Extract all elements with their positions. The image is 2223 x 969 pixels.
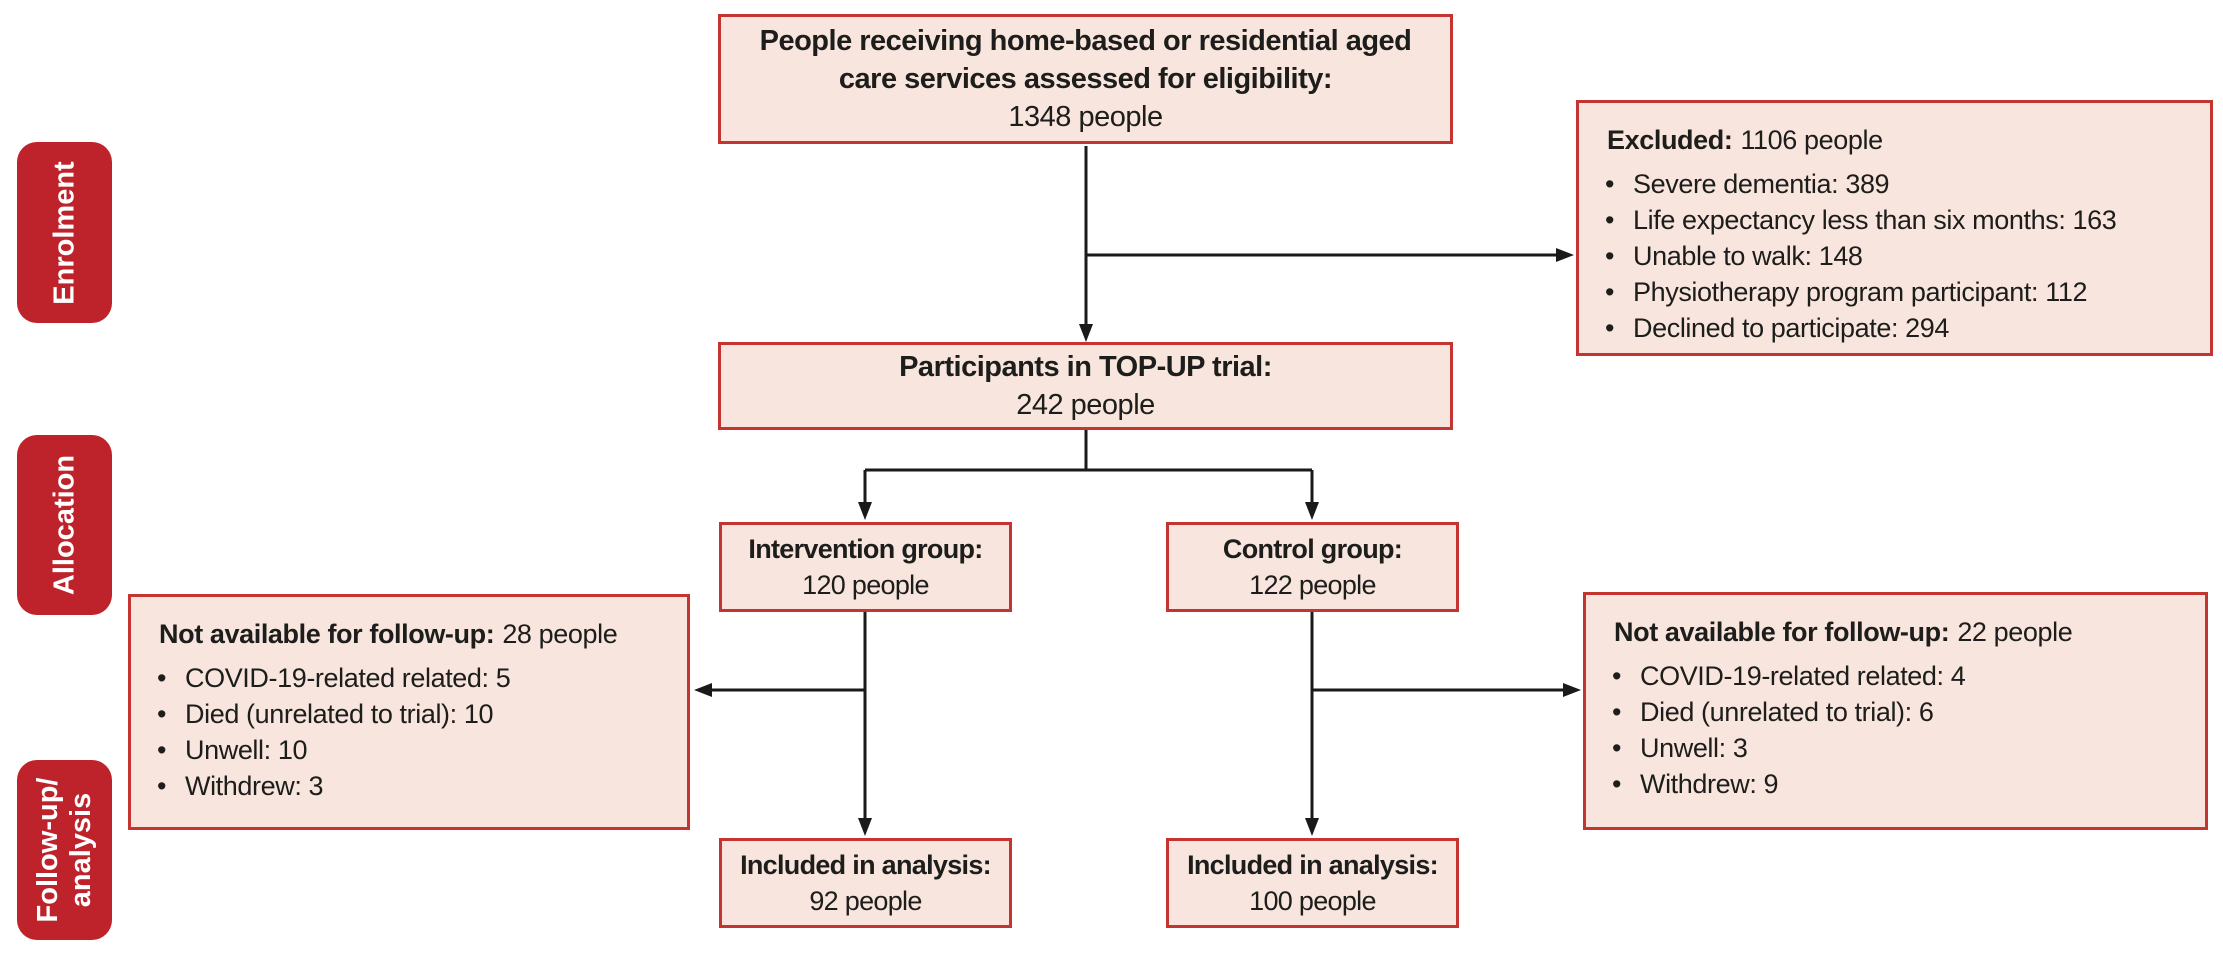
not-available-reason-item: • Withdrew: 9 [1608,766,2191,802]
not-available-left-heading: Not available for follow-up:28 people [159,619,673,650]
excluded-reason-item: • Severe dementia: 389 [1601,166,2196,202]
excluded-reason-item: • Physiotherapy program participant: 112 [1601,274,2196,310]
analysis-left-title: Included in analysis: [740,850,992,880]
not-available-left-box: Not available for follow-up:28 people • … [128,594,690,830]
excluded-reason-text: Unable to walk: 148 [1633,241,1863,271]
excluded-reason-text: Declined to participate: 294 [1633,313,1950,343]
eligibility-count: 1348 people [1008,101,1163,133]
not-available-reason-item: • Unwell: 3 [1608,730,2191,766]
bullet-icon: • [1605,313,1615,343]
not-available-right-box: Not available for follow-up:22 people • … [1583,592,2208,830]
eligibility-box: People receiving home-based or residenti… [718,14,1453,144]
bullet-icon: • [1605,277,1615,307]
bullet-icon: • [1612,661,1622,691]
stage-label-line: Enrolment [48,160,80,305]
stage-label-line: Follow-up/ [31,777,64,923]
stage-label-line: analysis [64,792,97,908]
not-available-reason-text: Died (unrelated to trial): 6 [1640,697,1934,727]
analysis-right-title: Included in analysis: [1187,850,1439,880]
not-available-reason-text: Unwell: 10 [185,735,308,765]
excluded-box: Excluded:1106 people • Severe dementia: … [1576,100,2213,356]
not-available-reason-text: Unwell: 3 [1640,733,1748,763]
excluded-reasons-list: • Severe dementia: 389 • Life expectancy… [1601,166,2196,346]
participants-title: Participants in TOP-UP trial: [899,351,1272,383]
excluded-reason-item: • Declined to participate: 294 [1601,310,2196,346]
not-available-right-label: Not available for follow-up: [1614,617,1950,647]
bullet-icon: • [1612,697,1622,727]
not-available-reason-item: • COVID-19-related related: 5 [153,660,673,696]
bullet-icon: • [1605,205,1615,235]
not-available-reason-text: Withdrew: 3 [185,771,324,801]
excluded-reason-text: Severe dementia: 389 [1633,169,1890,199]
not-available-left-count: 28 people [502,619,618,649]
analysis-right-count: 100 people [1249,886,1376,916]
participants-count: 242 people [1016,389,1155,421]
stage-label-text: Enrolment [48,161,81,304]
stage-label-text: Allocation [48,455,81,595]
bullet-icon: • [1612,733,1622,763]
control-title: Control group: [1222,534,1403,564]
not-available-reason-item: • Died (unrelated to trial): 10 [153,696,673,732]
intervention-group-box: Intervention group: 120 people [719,522,1012,612]
bullet-icon: • [157,699,167,729]
not-available-reason-text: COVID-19-related related: 5 [185,663,511,693]
bullet-icon: • [157,771,167,801]
not-available-reason-text: Died (unrelated to trial): 10 [185,699,494,729]
stage-label-enrolment: Enrolment [17,142,112,323]
bullet-icon: • [1605,241,1615,271]
excluded-reason-text: Physiotherapy program participant: 112 [1633,277,2088,307]
not-available-reason-text: COVID-19-related related: 4 [1640,661,1966,691]
bullet-icon: • [157,735,167,765]
excluded-heading: Excluded:1106 people [1607,125,2196,156]
analysis-right-box: Included in analysis: 100 people [1166,838,1459,928]
bullet-icon: • [1605,169,1615,199]
control-count: 122 people [1249,570,1376,600]
not-available-right-reasons-list: • COVID-19-related related: 4 • Died (un… [1608,658,2191,802]
not-available-reason-item: • Withdrew: 3 [153,768,673,804]
participants-box: Participants in TOP-UP trial: 242 people [718,342,1453,430]
analysis-left-box: Included in analysis: 92 people [719,838,1012,928]
stage-label-allocation: Allocation [17,435,112,615]
control-group-box: Control group: 122 people [1166,522,1459,612]
not-available-left-label: Not available for follow-up: [159,619,495,649]
excluded-reason-text: Life expectancy less than six months: 16… [1633,205,2117,235]
stage-label-text: Follow-up/analysis [32,778,98,923]
eligibility-title: People receiving home-based or residenti… [759,25,1412,95]
not-available-reason-item: • Died (unrelated to trial): 6 [1608,694,2191,730]
not-available-reason-item: • COVID-19-related related: 4 [1608,658,2191,694]
excluded-reason-item: • Unable to walk: 148 [1601,238,2196,274]
analysis-left-count: 92 people [809,886,922,916]
not-available-reason-item: • Unwell: 10 [153,732,673,768]
bullet-icon: • [157,663,167,693]
excluded-reason-item: • Life expectancy less than six months: … [1601,202,2196,238]
not-available-reason-text: Withdrew: 9 [1640,769,1779,799]
not-available-left-reasons-list: • COVID-19-related related: 5 • Died (un… [153,660,673,804]
excluded-label: Excluded: [1607,125,1733,155]
intervention-count: 120 people [802,570,929,600]
not-available-right-heading: Not available for follow-up:22 people [1614,617,2191,648]
not-available-right-count: 22 people [1957,617,2073,647]
stage-label-line: Allocation [48,454,80,596]
excluded-count: 1106 people [1740,125,1883,155]
intervention-title: Intervention group: [748,534,983,564]
stage-label-followup-analysis: Follow-up/analysis [17,760,112,940]
bullet-icon: • [1612,769,1622,799]
